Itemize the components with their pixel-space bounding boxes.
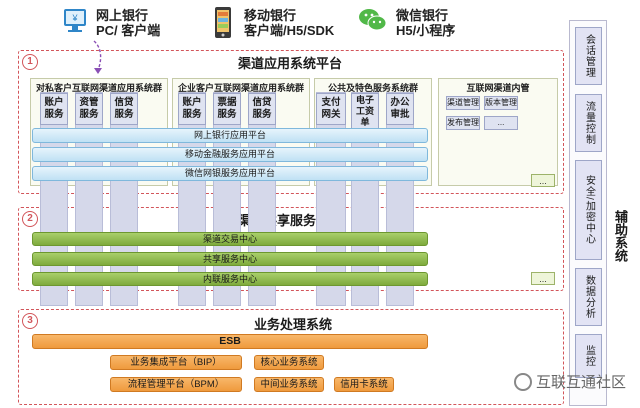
layer-shared-service <box>18 207 564 291</box>
channel-sub: H5/小程序 <box>396 23 456 38</box>
bar-inline-service-center: 内联服务中心 <box>32 272 428 286</box>
column-pipe <box>178 92 206 306</box>
column-pipe <box>316 92 346 306</box>
ellipsis-cell: ... <box>484 116 518 130</box>
box-credit-card: 信用卡系统 <box>334 377 394 392</box>
monitor-icon: ¥ <box>62 6 88 40</box>
cell-office-approval: 办公 审批 <box>386 93 414 125</box>
aux-title: 辅助系统 <box>612 210 628 266</box>
cell-channel-admin: 渠道管理 <box>446 96 480 110</box>
aux-flow-control: 流量控制 <box>575 94 602 152</box>
channel-wechat-banking: 微信银行 H5/小程序 <box>358 6 455 40</box>
column-pipe <box>386 92 414 306</box>
cell-payroll: 电子 工资 单 <box>351 93 379 129</box>
aux-label: 数据分析 <box>583 275 595 319</box>
cell-account-service: 账户 服务 <box>178 93 206 125</box>
aux-monitoring: 监控 <box>575 334 602 378</box>
group-title: 公共及特色服务系统群 <box>327 83 418 93</box>
watermark-text: 互联互通社区 <box>535 374 626 391</box>
group-title: 对私客户互联网渠道应用系统群 <box>35 83 162 93</box>
channel-sub: 客户端/H5/SDK <box>244 23 335 38</box>
channel-sub: PC/ 客户端 <box>96 23 161 38</box>
bar-shared-service-center: 共享服务中心 <box>32 252 428 266</box>
ellipsis-box: ... <box>531 174 555 187</box>
group-channel-management: 互联网渠道内管 <box>438 78 558 186</box>
bar-channel-transaction-center: 渠道交易中心 <box>32 232 428 246</box>
channel-name: 微信银行 <box>396 8 449 23</box>
aux-security-encryption: 安全/加密中心 <box>575 160 602 260</box>
channel-name: 移动银行 <box>244 8 297 23</box>
aux-data-analysis: 数据分析 <box>575 268 602 326</box>
group-title: 企业客户互联网渠道应用系统群 <box>177 83 304 93</box>
channel-online-banking: ¥ 网上银行 PC/ 客户端 <box>62 6 160 40</box>
channel-mobile-banking: 移动银行 客户端/H5/SDK <box>210 6 334 40</box>
watermark: 互联互通社区 <box>513 371 626 392</box>
esb-bar: ESB <box>32 334 428 349</box>
cell-release-admin: 发布管理 <box>446 116 480 130</box>
layer-number: 2 <box>22 211 38 227</box>
column-pipe <box>110 92 138 306</box>
box-bip: 业务集成平台（BIP） <box>110 355 242 370</box>
layer-channel-application <box>18 50 564 194</box>
community-logo-icon <box>513 372 532 391</box>
cell-version-admin: 版本管理 <box>484 96 518 110</box>
ellipsis-box: ... <box>531 272 555 285</box>
column-pipe <box>75 92 103 306</box>
cell-credit-service: 信贷 服务 <box>110 93 138 125</box>
aux-label: 流量控制 <box>583 101 595 145</box>
aux-label: 安全/加密中心 <box>583 175 595 245</box>
cell-bill-service: 票据 服务 <box>213 93 241 125</box>
box-core-banking: 核心业务系统 <box>254 355 324 370</box>
bar-mobile-finance-platform: 移动金融服务应用平台 <box>32 147 428 162</box>
wechat-icon <box>358 6 388 40</box>
layer-business-processing <box>18 309 564 405</box>
cell-asset-service: 资管 服务 <box>75 93 103 125</box>
box-intermediate-business: 中间业务系统 <box>254 377 324 392</box>
channel-name: 网上银行 <box>96 8 149 23</box>
layer-number: 3 <box>22 313 38 329</box>
aux-title-text: 辅助系统 <box>613 210 628 262</box>
column-pipe <box>213 92 241 306</box>
column-pipe <box>40 92 68 306</box>
cell-account-service: 账户 服务 <box>40 93 68 125</box>
aux-label: 会话管理 <box>583 34 595 78</box>
svg-text:¥: ¥ <box>71 13 78 23</box>
layer-number: 1 <box>22 54 38 70</box>
cell-credit-service: 信贷 服务 <box>248 93 276 125</box>
column-pipe <box>248 92 276 306</box>
layer-title: 业务处理系统 <box>254 317 333 332</box>
aux-session-management: 会话管理 <box>575 27 602 85</box>
bar-wechat-banking-platform: 微信网银服务应用平台 <box>32 166 428 181</box>
bar-online-banking-platform: 网上银行应用平台 <box>32 128 428 143</box>
cell-payment-gateway: 支付 网关 <box>316 93 346 125</box>
dashed-arrow-icon <box>93 40 102 74</box>
aux-label: 监控 <box>583 345 595 367</box>
group-title: 互联网渠道内管 <box>466 83 530 93</box>
box-bpm: 流程管理平台（BPM） <box>110 377 242 392</box>
layer-title: 渠道应用系统平台 <box>238 56 343 71</box>
phone-icon <box>210 6 236 40</box>
